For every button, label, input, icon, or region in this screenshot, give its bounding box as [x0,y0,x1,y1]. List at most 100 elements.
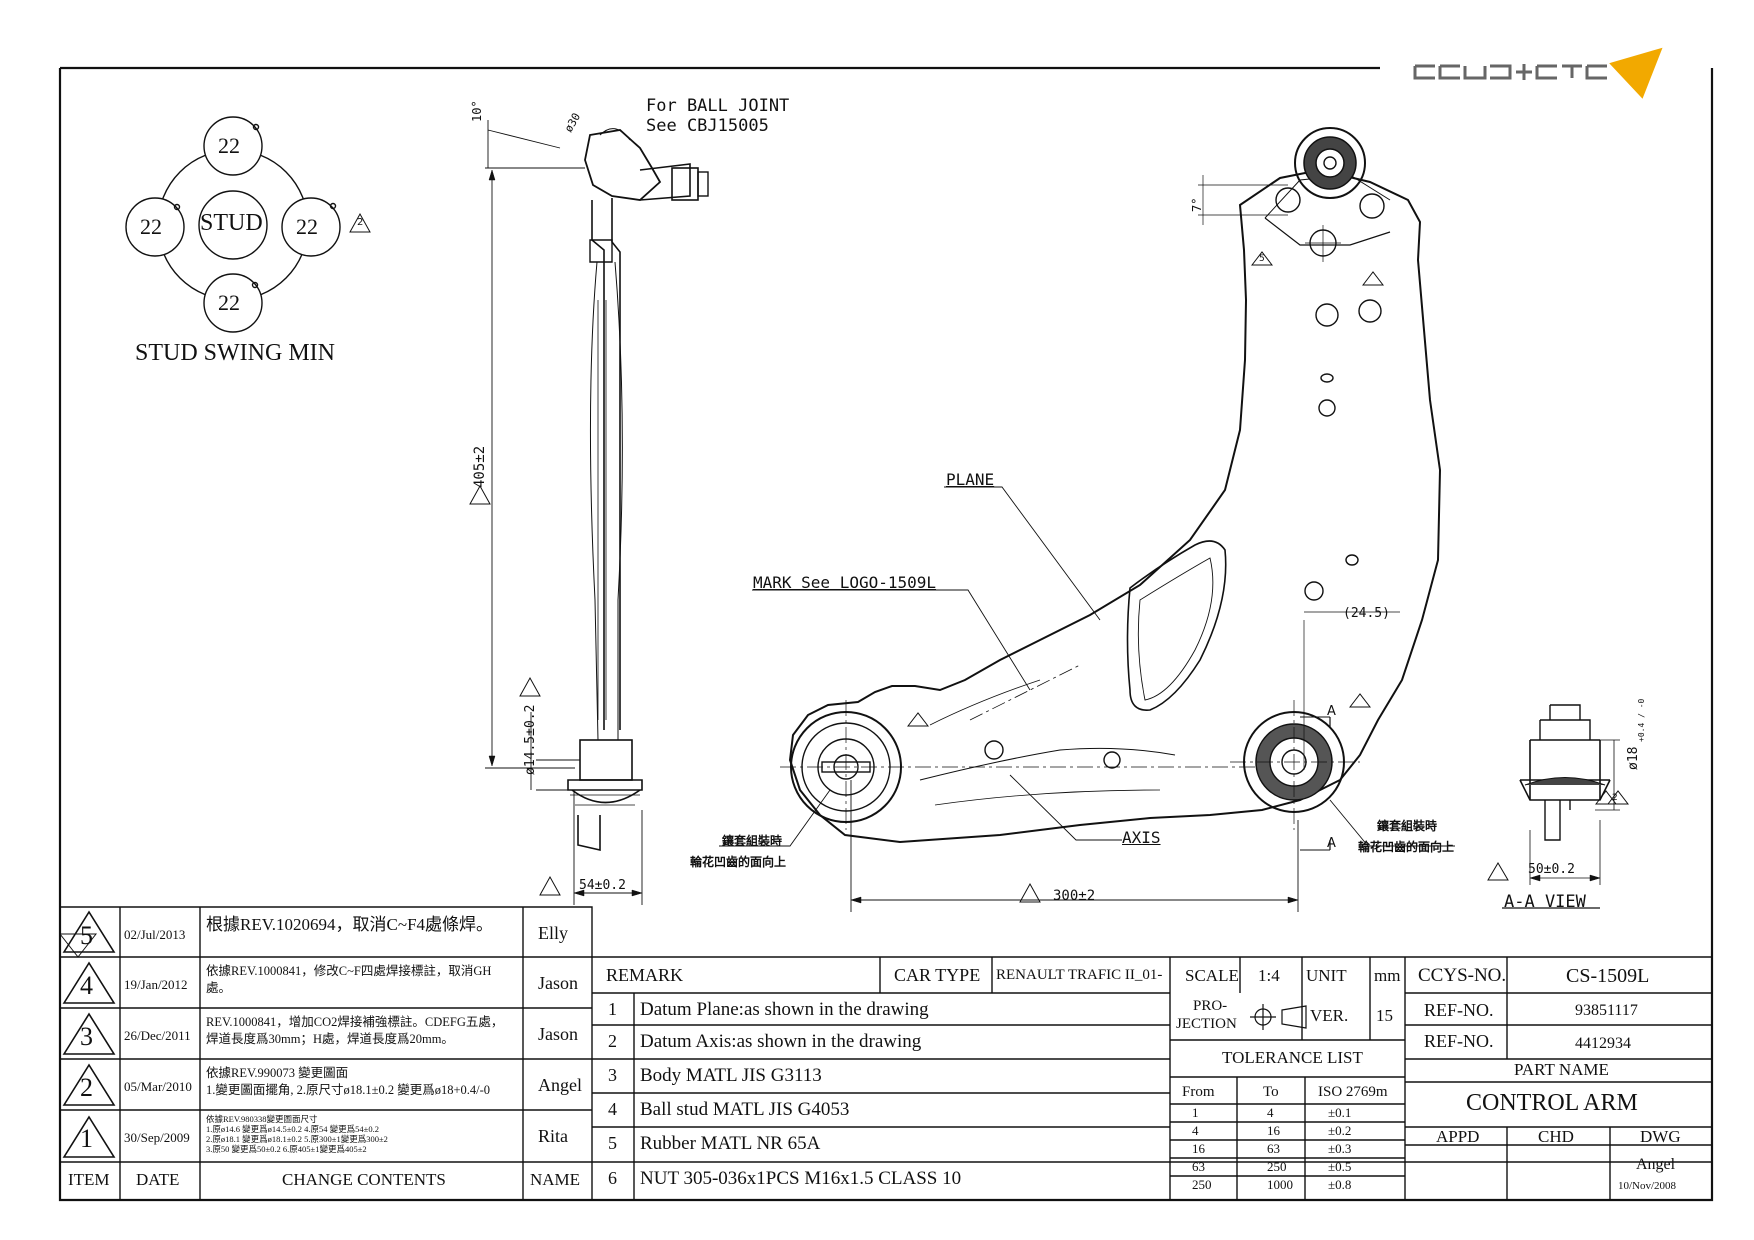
swing-center-label: STUD [200,210,263,236]
ccys-label: CCYS-NO. [1418,965,1507,986]
rev-header-content: CHANGE CONTENTS [282,1170,446,1189]
projection-symbol [1250,1004,1307,1030]
remark-item-text: Datum Plane:as shown in the drawing [640,999,929,1020]
rev-header-date: DATE [136,1170,180,1189]
remark-item-no: 4 [608,1099,617,1119]
remark-item-text: Datum Axis:as shown in the drawing [640,1031,922,1052]
tolerance-cell: ±0.5 [1328,1159,1352,1174]
rev-date: 30/Sep/2009 [124,1130,190,1145]
section-a-bottom: A [1327,836,1336,851]
tolerance-header: ISO 2769m [1318,1084,1388,1100]
callout-bushing-left-1: 鑲套組裝時 [722,834,783,848]
callout-bushing-left-2: 輪花凹齒的面向上 [690,855,787,869]
tolerance-cell: 63 [1192,1159,1205,1174]
callout-plane: PLANE [946,470,995,489]
unit-label: UNIT [1306,966,1347,985]
rev-item: 2 [80,1073,93,1102]
rev-name: Rita [538,1126,568,1146]
callout-ball-joint-1: For BALL JOINT [646,96,790,116]
tolerance-cell: 4 [1267,1105,1274,1120]
dim-width-50: 50±0.2 [1528,862,1575,877]
rev-date: 05/Mar/2010 [124,1079,192,1094]
scale-value: 1:4 [1258,966,1280,985]
rev-content-line: 依據REV.990073 變更圖面 [206,1066,349,1080]
swing-rev-marker: 2 [357,217,364,228]
ver-label: VER. [1310,1006,1349,1025]
remark-item-no: 3 [608,1065,617,1085]
rev-date: 19/Jan/2012 [124,977,188,992]
side-view-rod [469,120,709,905]
scale-label: SCALE [1185,966,1239,985]
dim-angle-7: 7° [1190,197,1204,212]
car-type-label: CAR TYPE [894,965,981,985]
callout-mark: MARK See LOGO-1509L [753,573,937,592]
rev-item: 1 [80,1124,93,1153]
title-block-grid [58,906,1712,1200]
projection-label-2: JECTION [1176,1016,1237,1032]
car-type-value: RENAULT TRAFIC II_01- [996,967,1163,983]
dim-width-54: 54±0.2 [579,878,626,893]
tolerance-cell: 250 [1192,1177,1212,1192]
ref2-value: 4412934 [1575,1035,1631,1052]
unit-value: mm [1374,966,1401,985]
rev-content-line: 依據REV.1000841，修改C~F四處焊接標註，取消GH [206,964,492,978]
remark-item-no: 1 [608,999,617,1019]
remark-item-text: Ball stud MATL JIS G4053 [640,1099,850,1120]
rev-header-item: ITEM [68,1170,110,1189]
rev-content-line: 1.變更圖面擺角, 2.原尺寸ø18.1±0.2 變更爲ø18+0.4/-0 [206,1083,491,1097]
dwg-label: DWG [1640,1127,1681,1146]
swing-right-value: 22 [296,214,318,239]
tolerance-cell: 1000 [1267,1177,1293,1192]
rev-item: 3 [80,1022,93,1051]
dim-dist-300: 300±2 [1053,888,1096,904]
ver-value: 15 [1376,1006,1393,1025]
callout-ball-joint-2: See CBJ15005 [646,116,769,136]
remark-item-no: 5 [608,1133,617,1153]
tolerance-cell: ±0.3 [1328,1141,1352,1156]
tolerance-header: From [1182,1084,1215,1100]
tolerance-cell: ±0.1 [1328,1105,1352,1120]
tolerance-header: To [1263,1084,1279,1100]
dwg-name: Angel [1636,1156,1676,1173]
ccys-value: CS-1509L [1566,965,1650,987]
callout-axis: AXIS [1122,828,1161,847]
callout-bushing-right-1: 鑲套組裝時 [1377,819,1438,833]
tolerance-cell: ±0.2 [1328,1123,1352,1138]
rev-content-line: 1.原ø14.6 變更爲ø14.5±0.2 4.原54 變更爲54±0.2 [206,1124,379,1134]
remark-item-text: Body MATL JIS G3113 [640,1065,822,1086]
rev-mark-2: 2 [1612,793,1618,803]
revision-triangles [62,910,116,1158]
dim-dist-24-5: (24.5) [1343,606,1390,621]
tolerance-title: TOLERANCE LIST [1222,1048,1363,1067]
rev-name: Angel [538,1075,582,1095]
tolerance-cell: 16 [1267,1123,1280,1138]
tolerance-cell: 63 [1267,1141,1280,1156]
tolerance-cell: ±0.8 [1328,1177,1352,1192]
aa-view-title: A-A VIEW [1504,892,1586,912]
rev-date: 02/Jul/2013 [124,927,186,942]
frame-border [58,66,1714,1202]
tolerance-cell: 16 [1192,1141,1205,1156]
remark-label: REMARK [606,965,684,985]
rev-item: 4 [80,971,93,1000]
rev-content-line: 處。 [206,981,232,995]
section-a-top: A [1327,704,1336,719]
remark-item-no: 2 [608,1031,617,1051]
rev-name: Elly [538,923,568,943]
tolerance-cell: 1 [1192,1105,1199,1120]
remark-item-text: NUT 305-036x1PCS M16x1.5 CLASS 10 [640,1168,962,1189]
appd-label: APPD [1436,1127,1480,1146]
part-name-label: PART NAME [1514,1060,1609,1079]
dim-dia-18: ø18 [1626,746,1641,770]
rev-item: 5 [80,921,93,950]
swing-left-value: 22 [140,214,162,239]
remark-item-no: 6 [608,1168,617,1188]
tolerance-cell: 250 [1267,1159,1287,1174]
rev-name: Jason [538,973,578,993]
rev-content-line: 3.原50 變更爲50±0.2 6.原405±1變更爲405±2 [206,1144,367,1154]
rev-date: 26/Dec/2011 [124,1028,191,1043]
stud-swing-diagram [125,116,371,333]
brand-logo [1413,47,1663,99]
dwg-date: 10/Nov/2008 [1618,1180,1677,1192]
